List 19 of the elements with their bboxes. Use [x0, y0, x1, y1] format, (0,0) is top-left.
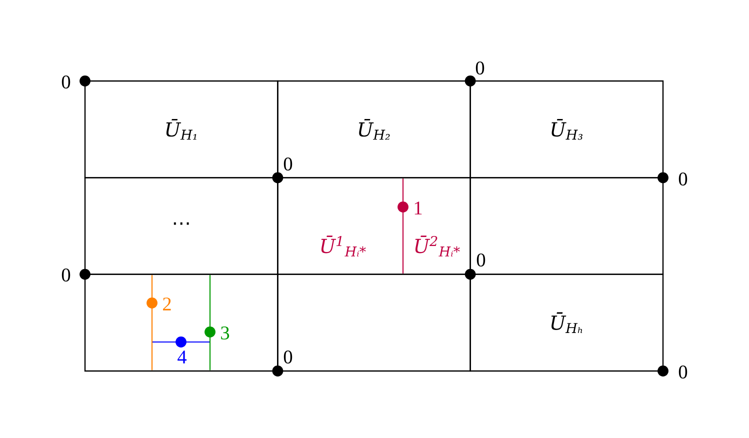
- vertex-label: 0: [678, 365, 688, 379]
- vertex-label: 0: [62, 75, 70, 89]
- vertex-label: 0: [62, 268, 70, 282]
- vertex-label: 0: [284, 350, 292, 364]
- vertex-label: 0: [476, 253, 486, 267]
- grid-cell: [84, 274, 278, 372]
- point-label: 4: [178, 350, 187, 364]
- point-label: 3: [221, 326, 230, 340]
- vertex-label: 0: [678, 172, 688, 186]
- point-label: 2: [163, 298, 171, 310]
- grid-cell: Ū$_{H₁}$: [84, 80, 278, 178]
- point-label: 1: [414, 202, 422, 214]
- grid-cell: [277, 274, 471, 372]
- vertex-label: 0: [284, 157, 292, 171]
- grid-cell: Ū$_{H₃}$: [470, 80, 664, 178]
- vertex-label: 0: [476, 61, 484, 75]
- grid-cell: [470, 177, 664, 275]
- grid-cell: Ū$_{Hₕ}$: [470, 274, 664, 372]
- grid-cell: ⋯: [84, 177, 278, 275]
